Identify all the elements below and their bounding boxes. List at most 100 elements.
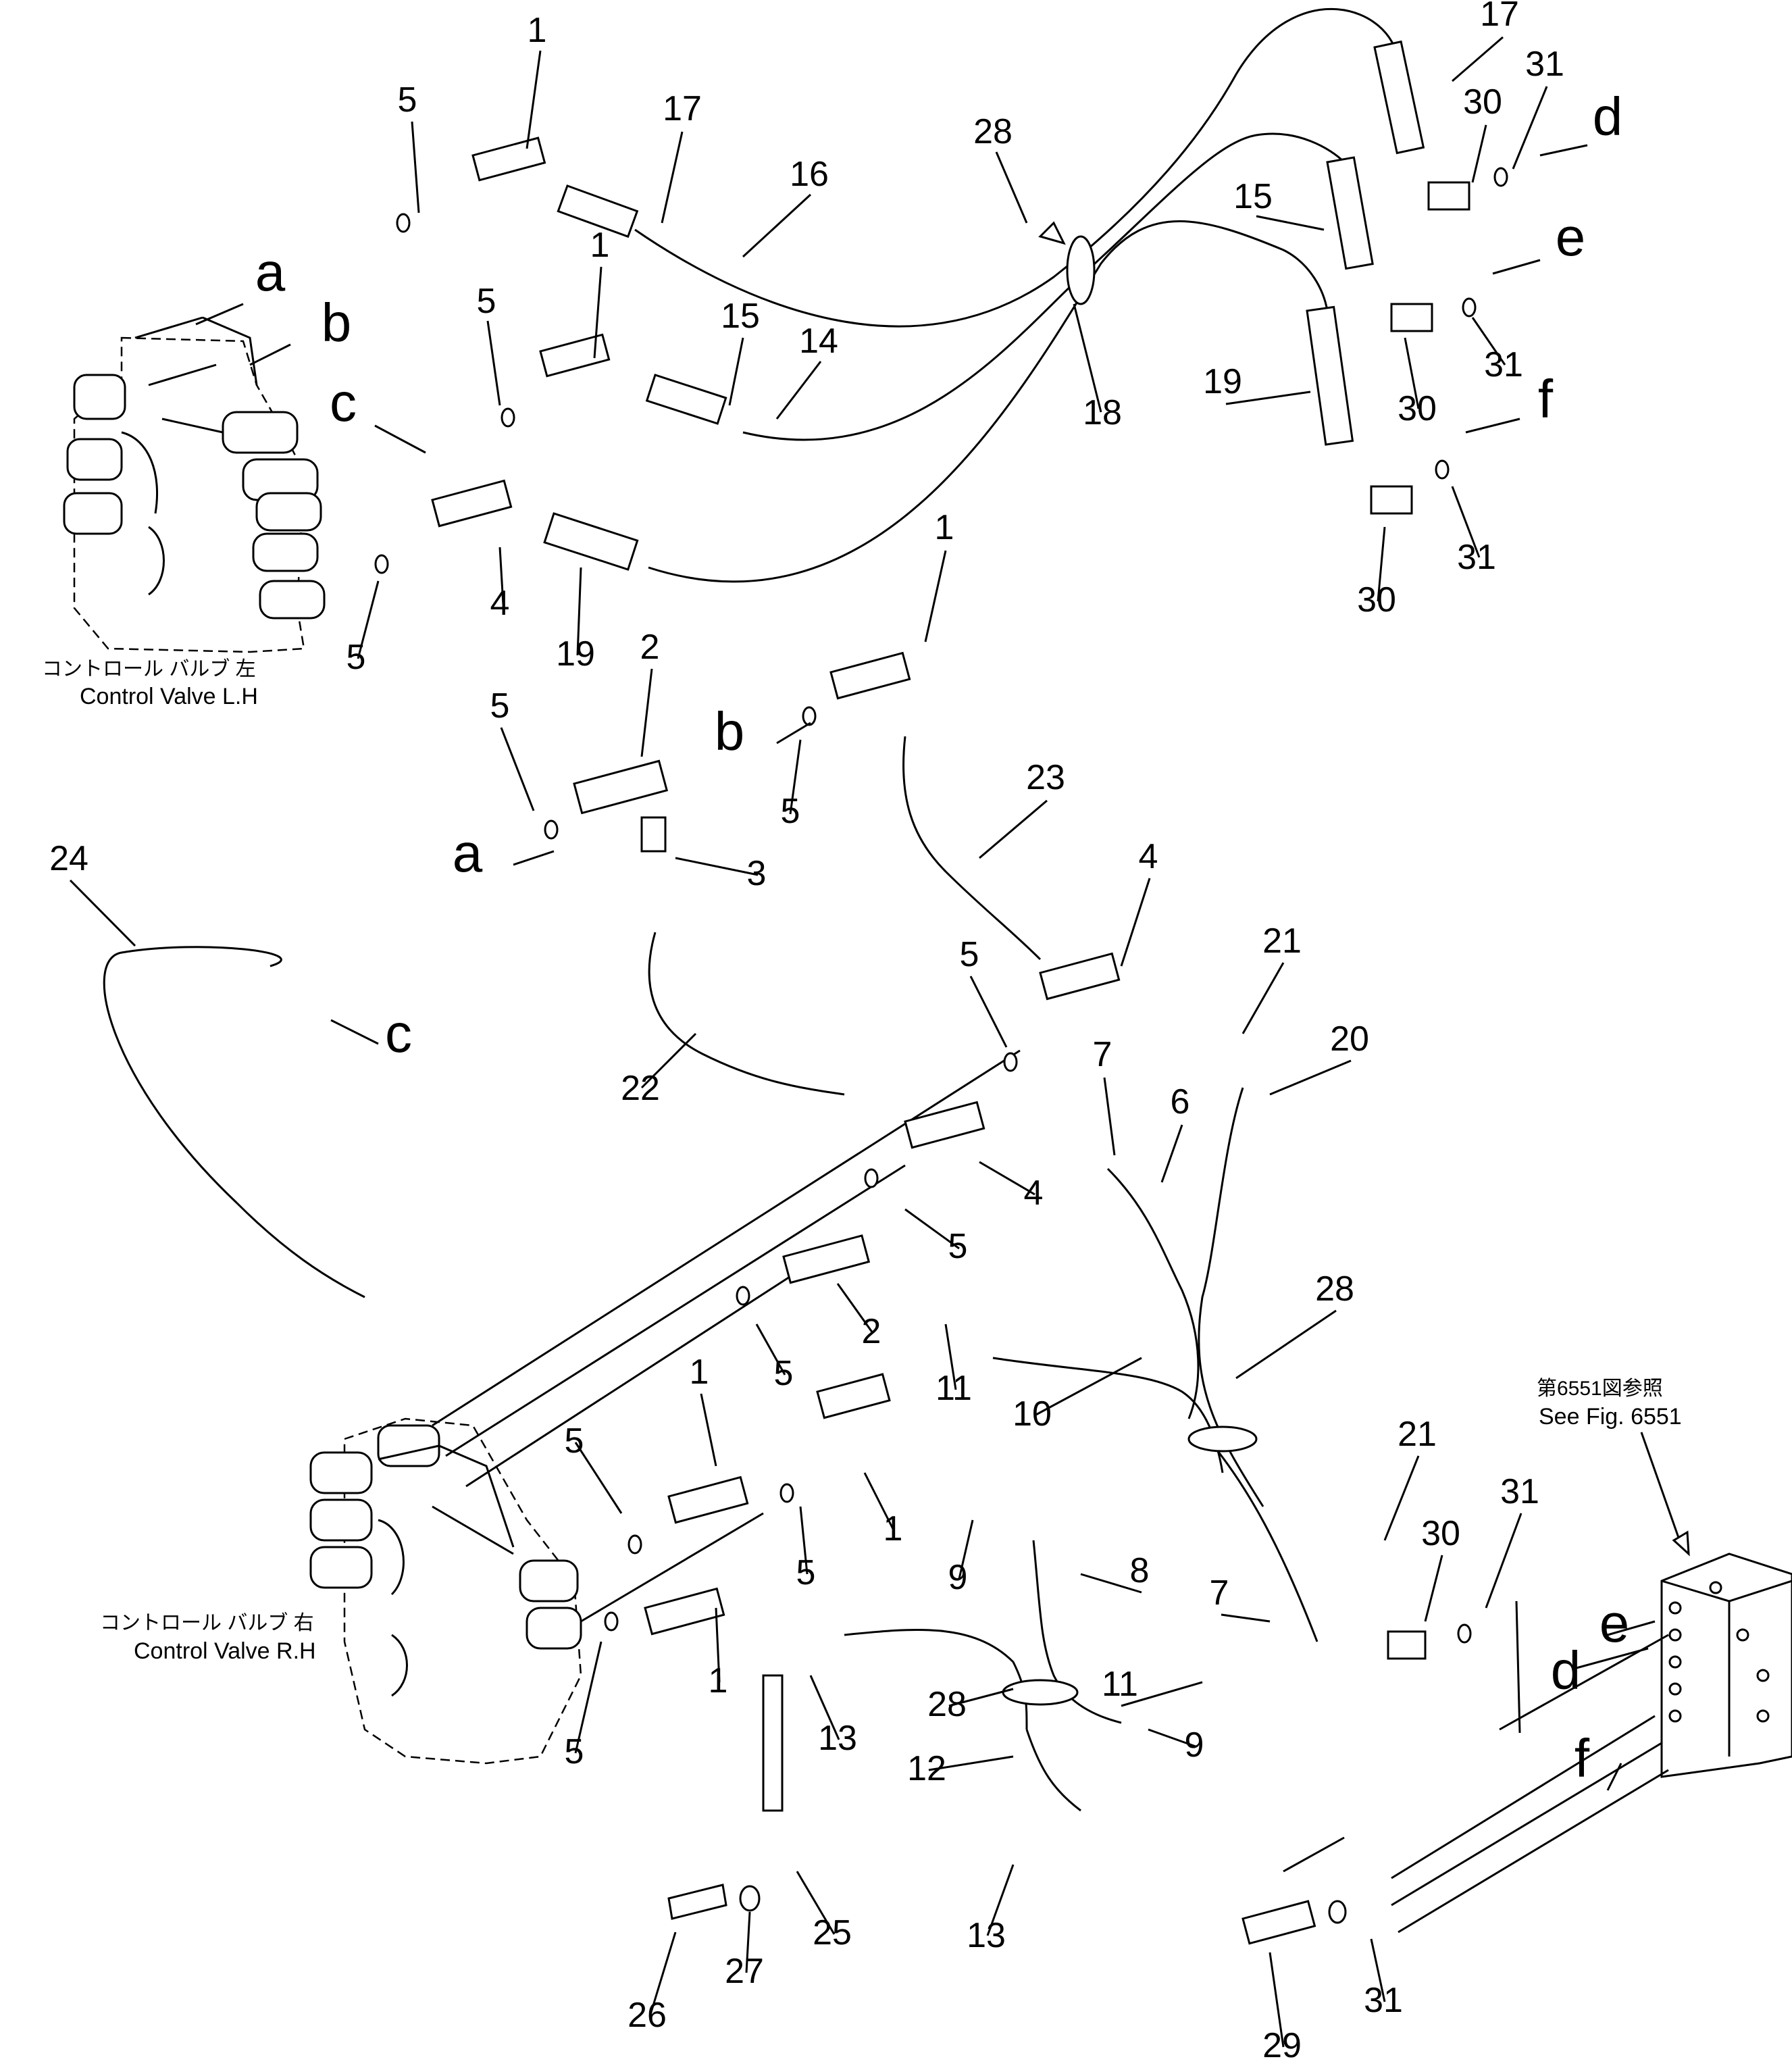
callout-1: 1: [590, 226, 610, 265]
callout-23: 23: [1026, 758, 1065, 797]
callout-5: 5: [781, 792, 800, 831]
hose-bundle-upper: [634, 7, 1400, 583]
connection-letter-e: e: [1556, 207, 1586, 267]
valve-lh-label-jp: コントロール バルブ 左: [42, 658, 256, 680]
callout-4: 4: [1024, 1173, 1044, 1213]
connection-letter-a: a: [255, 242, 286, 302]
callout-30: 30: [1463, 82, 1502, 122]
hose-fittings-upper-right: [1306, 40, 1508, 515]
callout-leaders: [69, 36, 1548, 2048]
reference-arrow: [1672, 1530, 1690, 1557]
callout-5: 5: [774, 1354, 794, 1393]
callout-1: 1: [528, 11, 547, 50]
callout-26: 26: [628, 1996, 667, 2035]
callout-19: 19: [1203, 362, 1242, 401]
callout-31: 31: [1525, 45, 1564, 84]
callout-25: 25: [813, 1913, 852, 1952]
valve-rh-label-jp: コントロール バルブ 右: [100, 1612, 314, 1634]
callout-2: 2: [640, 628, 660, 667]
connection-letter-c: c: [330, 372, 357, 432]
rigid-tubes: [432, 1049, 1669, 1934]
callout-28: 28: [973, 112, 1013, 151]
callout-1: 1: [884, 1509, 903, 1548]
callout-10: 10: [1013, 1394, 1052, 1434]
callout-27: 27: [725, 1952, 764, 1991]
connection-letter-d: d: [1593, 86, 1623, 147]
callout-30: 30: [1398, 389, 1437, 428]
callout-5: 5: [490, 686, 510, 726]
callout-22: 22: [621, 1069, 660, 1108]
callout-14: 14: [799, 322, 838, 361]
callout-5: 5: [948, 1227, 968, 1266]
distribution-block: [1660, 1552, 1792, 1778]
callout-6: 6: [1171, 1082, 1190, 1121]
connection-letter-d: d: [1551, 1640, 1581, 1700]
callout-11: 11: [936, 1369, 972, 1408]
callout-3: 3: [747, 854, 767, 893]
callout-5: 5: [565, 1732, 584, 1771]
control-valve-rh: [309, 1417, 582, 1765]
callout-12: 12: [907, 1749, 946, 1788]
callout-17: 17: [1480, 0, 1519, 34]
connection-letter-b: b: [322, 293, 352, 353]
callout-13: 13: [967, 1916, 1006, 1955]
callout-28: 28: [927, 1685, 967, 1724]
callout-5: 5: [398, 80, 417, 120]
flow-arrows: [195, 144, 1656, 1670]
callout-1: 1: [709, 1661, 728, 1700]
callout-15: 15: [1233, 177, 1273, 216]
connection-letter-a: a: [453, 823, 483, 883]
callout-9: 9: [948, 1558, 968, 1597]
callout-5: 5: [960, 935, 979, 974]
callout-5: 5: [796, 1553, 816, 1592]
connection-letter-c: c: [385, 1003, 412, 1063]
connection-letter-f: f: [1538, 369, 1554, 429]
reference-label-jp: 第6551図参照: [1537, 1378, 1663, 1400]
callout-20: 20: [1330, 1019, 1369, 1059]
callout-7: 7: [1093, 1035, 1112, 1074]
control-valve-lh: [63, 316, 326, 653]
callout-28: 28: [1315, 1269, 1354, 1309]
callout-31: 31: [1500, 1472, 1539, 1511]
callout-8: 8: [1130, 1551, 1150, 1590]
callout-2: 2: [862, 1312, 881, 1351]
callout-17: 17: [663, 89, 702, 128]
hose-bundle-lower: [103, 736, 1319, 1812]
callout-7: 7: [1210, 1573, 1229, 1613]
callout-5: 5: [347, 638, 366, 677]
reference-label-en: See Fig. 6551: [1539, 1404, 1682, 1430]
reference-leader: [1640, 1432, 1683, 1548]
callout-19: 19: [556, 634, 595, 674]
callout-9: 9: [1185, 1725, 1204, 1765]
hose-fittings-upper-left: [374, 136, 727, 574]
callout-11: 11: [1102, 1665, 1138, 1704]
callout-15: 15: [721, 297, 760, 336]
valve-lh-label-en: Control Valve L.H: [80, 684, 258, 709]
callout-13: 13: [818, 1719, 857, 1758]
callout-24: 24: [49, 839, 88, 878]
callout-1: 1: [935, 508, 954, 547]
callout-1: 1: [690, 1353, 709, 1392]
callout-16: 16: [790, 155, 829, 194]
callout-5: 5: [477, 282, 496, 321]
valve-rh-label-en: Control Valve R.H: [134, 1638, 316, 1664]
callout-21: 21: [1398, 1415, 1437, 1454]
callout-30: 30: [1357, 580, 1396, 620]
callout-21: 21: [1262, 922, 1302, 961]
callout-29: 29: [1262, 2026, 1302, 2065]
callout-31: 31: [1364, 1981, 1403, 2020]
callout-5: 5: [565, 1421, 584, 1461]
connection-letter-b: b: [715, 701, 745, 761]
connection-letter-f: f: [1575, 1728, 1590, 1788]
callout-31: 31: [1457, 538, 1496, 577]
callout-18: 18: [1083, 393, 1122, 432]
callout-4: 4: [1139, 837, 1158, 876]
callout-30: 30: [1421, 1514, 1460, 1553]
connection-letter-e: e: [1599, 1593, 1630, 1653]
fittings-lower: [544, 651, 1472, 1945]
callout-31: 31: [1484, 345, 1523, 384]
callout-4: 4: [490, 584, 510, 623]
